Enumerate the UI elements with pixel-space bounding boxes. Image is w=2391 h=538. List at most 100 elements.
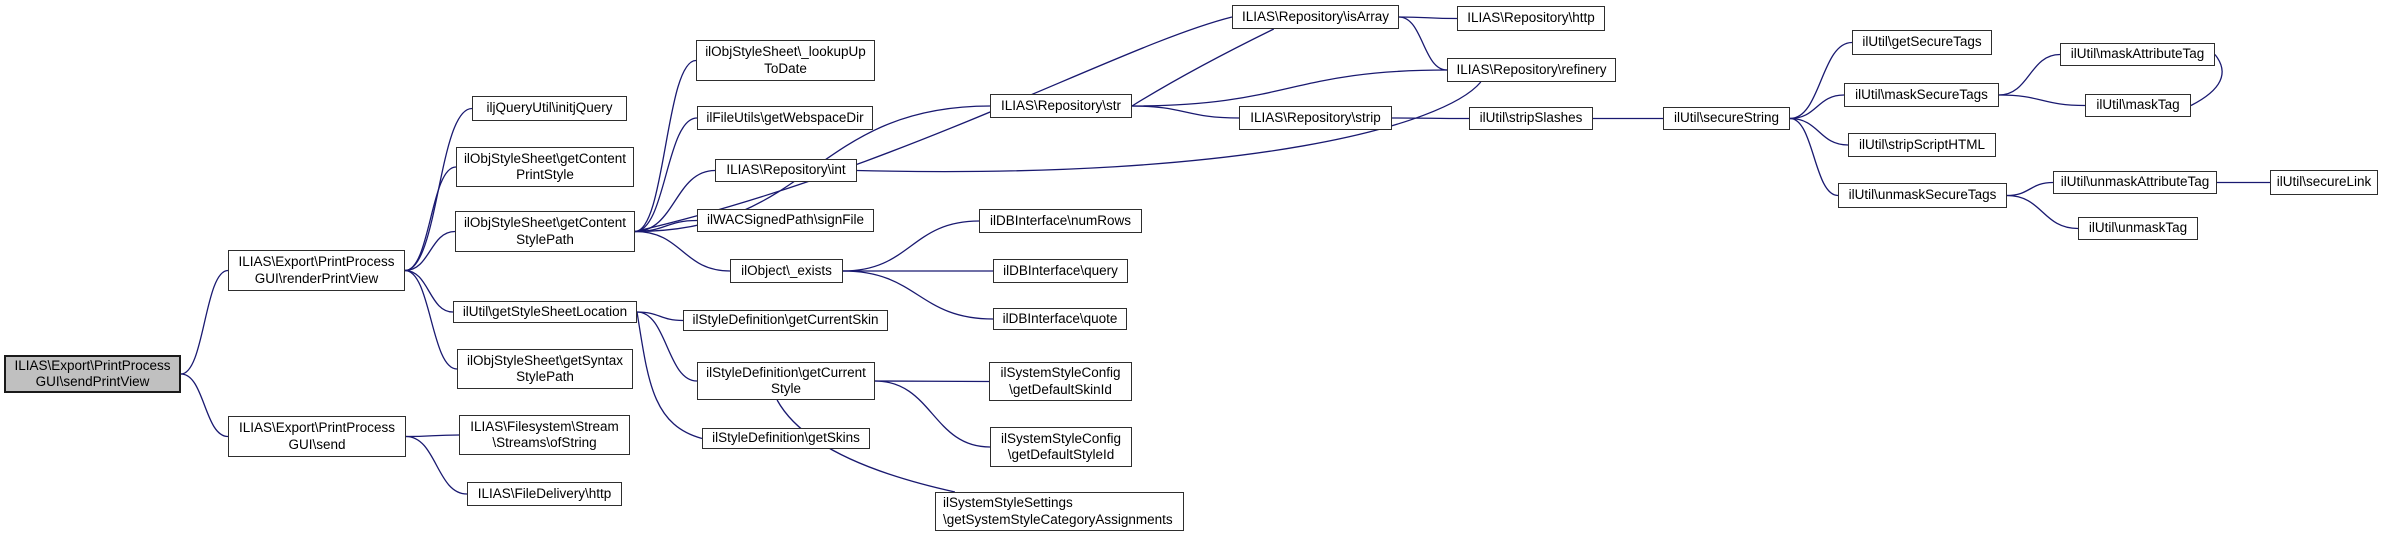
node-label-line: ilSystemStyleSettings: [943, 495, 1073, 510]
node-label-line: ilStyleDefinition\getCurrent: [706, 364, 866, 380]
node-repo-strip[interactable]: ILIAS\Repository\strip: [1239, 106, 1392, 130]
edge-object-exists--num-rows: [842, 220, 980, 272]
edge-repo-str--repo-is-array: [1131, 28, 1275, 107]
node-label-line: Style: [770, 381, 801, 396]
node-label-line: ilUtil\maskAttributeTag: [2070, 46, 2205, 62]
node-get-system-style-category-assignments[interactable]: ilSystemStyleSettings\getSystemStyleCate…: [935, 492, 1184, 531]
node-label-line: ILIAS\Repository\int: [726, 162, 846, 178]
node-repo-http[interactable]: ILIAS\Repository\http: [1457, 6, 1605, 31]
node-label-line: ILIAS\Filesystem\Stream: [470, 418, 619, 434]
node-label-line: ilUtil\unmaskTag: [2088, 220, 2188, 236]
node-label-line: ilDBInterface\numRows: [989, 212, 1132, 228]
edge-object-exists--db-quote: [842, 270, 994, 320]
edge-repo-int--repo-refinery: [856, 81, 1482, 173]
edge-send-print-view--send: [180, 373, 229, 438]
edge-send-print-view--render-print-view: [180, 269, 229, 375]
node-get-style-sheet-location[interactable]: ilUtil\getStyleSheetLocation: [453, 301, 637, 323]
node-label-line: ilDBInterface\query: [1003, 262, 1118, 278]
node-label-line: ilUtil\stripScriptHTML: [1858, 136, 1985, 152]
node-file-delivery-http[interactable]: ILIAS\FileDelivery\http: [467, 482, 622, 506]
node-label-line: ILIAS\Export\PrintProcess: [14, 357, 171, 373]
node-label-line: ilSystemStyleConfig: [1000, 430, 1122, 446]
node-mask-tag[interactable]: ilUtil\maskTag: [2085, 94, 2191, 117]
edge-repo-is-array--repo-http: [1398, 16, 1458, 20]
node-label-line: ILIAS\Export\PrintProcess: [238, 254, 395, 269]
node-label-line: ILIAS\Repository\http: [1467, 10, 1595, 26]
edge-unmask-secure-tags--unmask-attribute-tag: [2006, 181, 2054, 197]
node-label-line: ToDate: [764, 60, 807, 76]
node-num-rows[interactable]: ilDBInterface\numRows: [979, 209, 1142, 233]
node-mask-secure-tags[interactable]: ilUtil\maskSecureTags: [1844, 83, 1999, 107]
node-secure-string[interactable]: ilUtil\secureString: [1663, 107, 1790, 130]
node-label-line: ilObjStyleSheet\getContent: [463, 215, 627, 230]
node-label-line: \getDefaultStyleId: [1007, 447, 1115, 462]
edge-secure-string--get-secure-tags: [1789, 41, 1853, 120]
node-init-jquery[interactable]: iljQueryUtil\initjQuery: [472, 96, 627, 121]
node-unmask-tag[interactable]: ilUtil\unmaskTag: [2078, 217, 2198, 240]
node-of-string[interactable]: ILIAS\Filesystem\Stream\Streams\ofString: [459, 415, 630, 455]
node-label-line: ILIAS\Repository\str: [1000, 97, 1122, 113]
node-repo-int[interactable]: ILIAS\Repository\int: [715, 159, 857, 182]
node-label-line: ilUtil\getSecureTags: [1862, 34, 1982, 50]
node-label-line: ilObjStyleSheet\_lookupUp: [705, 44, 866, 59]
edge-get-content-style-path--lookup-up-to-date: [634, 59, 697, 233]
node-get-default-skin-id[interactable]: ilSystemStyleConfig\getDefaultSkinId: [989, 362, 1132, 401]
edge-send--file-delivery-http: [405, 435, 468, 495]
node-unmask-attribute-tag[interactable]: ilUtil\unmaskAttributeTag: [2053, 171, 2217, 194]
node-get-webspace-dir[interactable]: ilFileUtils\getWebspaceDir: [697, 106, 873, 130]
node-get-secure-tags[interactable]: ilUtil\getSecureTags: [1852, 30, 1992, 55]
edge-get-style-sheet-location--get-current-style: [636, 311, 698, 382]
edge-repo-strip--strip-slashes: [1391, 117, 1470, 120]
edge-get-style-sheet-location--get-skins: [636, 311, 703, 440]
edge-render-print-view--get-content-print-style: [404, 166, 457, 272]
node-get-current-skin[interactable]: ilStyleDefinition\getCurrentSkin: [683, 310, 888, 331]
node-repo-is-array[interactable]: ILIAS\Repository\isArray: [1232, 5, 1399, 29]
node-label-line: ilUtil\secureString: [1673, 110, 1780, 126]
node-repo-str[interactable]: ILIAS\Repository\str: [990, 94, 1132, 118]
node-get-skins[interactable]: ilStyleDefinition\getSkins: [702, 428, 870, 449]
node-label-line: ILIAS\Repository\strip: [1250, 109, 1381, 125]
node-label-line: ilStyleDefinition\getCurrentSkin: [692, 312, 879, 328]
node-label-line: ILIAS\Export\PrintProcess: [238, 420, 396, 435]
node-get-default-style-id[interactable]: ilSystemStyleConfig\getDefaultStyleId: [990, 427, 1132, 467]
node-label-line: ilUtil\maskTag: [2096, 97, 2180, 113]
node-object-exists[interactable]: ilObject\_exists: [730, 259, 843, 283]
node-label-line: \Streams\ofString: [492, 435, 597, 450]
node-db-query[interactable]: ilDBInterface\query: [993, 259, 1128, 283]
edge-render-print-view--get-style-sheet-location: [404, 269, 454, 313]
node-label-line: ilUtil\getStyleSheetLocation: [462, 303, 628, 319]
node-repo-refinery[interactable]: ILIAS\Repository\refinery: [1447, 58, 1616, 82]
edge-secure-string--unmask-secure-tags: [1789, 117, 1839, 197]
node-label-line: ilObjStyleSheet\getSyntax: [466, 352, 624, 368]
node-label-line: ilStyleDefinition\getSkins: [712, 430, 860, 446]
node-label-line: ILIAS\Repository\refinery: [1456, 61, 1607, 77]
node-unmask-secure-tags[interactable]: ilUtil\unmaskSecureTags: [1838, 183, 2007, 208]
edge-mask-secure-tags--mask-tag: [1998, 94, 2086, 107]
node-label-line: ILIAS\FileDelivery\http: [477, 485, 612, 501]
node-db-quote[interactable]: ilDBInterface\quote: [993, 308, 1127, 330]
edge-send--of-string: [405, 434, 460, 438]
node-label-line: StylePath: [516, 369, 574, 384]
node-strip-slashes[interactable]: ilUtil\stripSlashes: [1469, 107, 1593, 130]
edge-render-print-view--get-syntax-style-path: [404, 269, 458, 370]
node-label-line: GUI\sendPrintView: [35, 374, 150, 389]
node-label-line: GUI\renderPrintView: [254, 270, 379, 286]
node-label-line: ilUtil\unmaskAttributeTag: [2060, 174, 2210, 190]
edge-get-content-style-path--object-exists: [634, 230, 731, 272]
edge-get-content-style-path--get-webspace-dir: [634, 117, 698, 233]
node-strip-script-html[interactable]: ilUtil\stripScriptHTML: [1848, 133, 1996, 157]
node-mask-attribute-tag[interactable]: ilUtil\maskAttributeTag: [2060, 43, 2215, 66]
edge-repo-str--repo-strip: [1131, 105, 1240, 119]
node-sign-file[interactable]: ilWACSignedPath\signFile: [697, 209, 874, 232]
edge-repo-str--repo-refinery: [1131, 69, 1448, 107]
node-label-line: \getDefaultSkinId: [1009, 381, 1112, 397]
node-secure-link[interactable]: ilUtil\secureLink: [2270, 170, 2378, 195]
